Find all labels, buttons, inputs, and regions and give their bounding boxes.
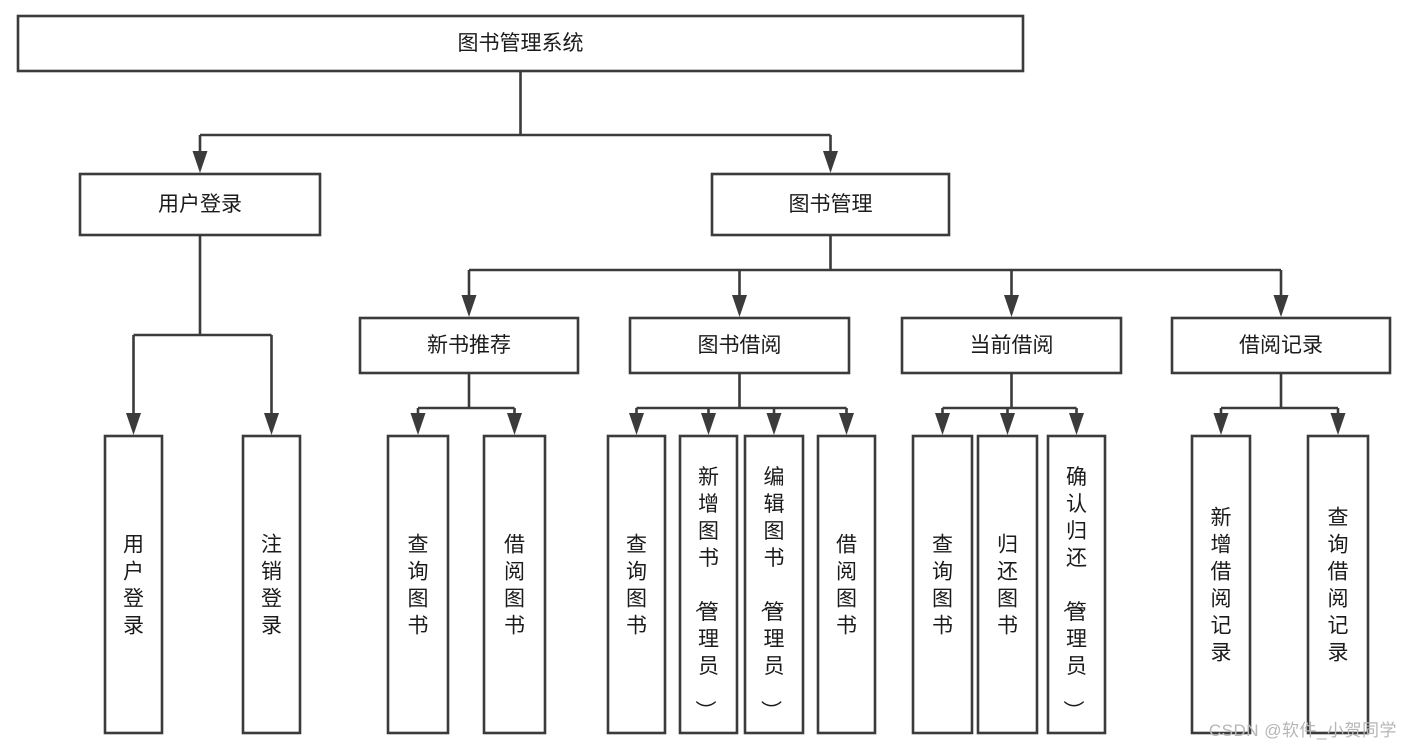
node-leaf-confirm-return[interactable]: 确认归还（管理员） [1046, 434, 1107, 735]
node-box-leaf-confirm-return[interactable] [1046, 434, 1107, 735]
arrow-head-icon [629, 413, 644, 435]
node-box-leaf-borrow-book-rec[interactable] [482, 434, 547, 735]
node-current-borrow[interactable]: 当前借阅 [900, 316, 1123, 375]
node-box-leaf-add-record[interactable] [1190, 434, 1252, 735]
node-label-leaf-return-book: 归还图书 [997, 534, 1018, 638]
node-label-current-borrow: 当前借阅 [970, 334, 1054, 357]
node-box-leaf-logout[interactable] [241, 434, 302, 735]
node-leaf-user-login[interactable]: 用户登录 [103, 434, 164, 735]
arrow-head-icon [732, 295, 747, 317]
node-leaf-borrow-book[interactable]: 借阅图书 [816, 434, 877, 735]
arrow-head-icon [461, 295, 477, 317]
node-leaf-edit-book[interactable]: 编辑图书（管理员） [743, 434, 805, 735]
connector-group-new-book-rec [410, 373, 522, 435]
node-box-user-login[interactable] [78, 172, 322, 237]
node-box-leaf-return-book[interactable] [976, 434, 1039, 735]
node-label-leaf-borrow-book-rec: 借阅图书 [504, 534, 525, 638]
node-label-leaf-logout: 注销登录 [261, 534, 282, 638]
node-leaf-return-book[interactable]: 归还图书 [976, 434, 1039, 735]
node-box-leaf-user-login[interactable] [103, 434, 164, 735]
node-box-root[interactable] [16, 14, 1025, 73]
connector-group-user-login [126, 235, 279, 435]
arrow-head-icon [935, 413, 950, 435]
node-leaf-logout[interactable]: 注销登录 [241, 434, 302, 735]
node-label-book-manage: 图书管理 [789, 193, 873, 216]
node-leaf-query-book-borrow[interactable]: 查询图书 [606, 434, 667, 735]
connector-group-root [192, 71, 838, 173]
arrow-head-icon [1000, 413, 1015, 435]
arrow-head-icon [701, 413, 716, 435]
node-leaf-borrow-book-rec[interactable]: 借阅图书 [482, 434, 547, 735]
node-box-leaf-edit-book[interactable] [743, 434, 805, 735]
arrow-head-icon [839, 413, 854, 435]
node-new-book-rec[interactable]: 新书推荐 [358, 316, 580, 375]
node-box-leaf-add-book[interactable] [678, 434, 739, 735]
node-label-user-login: 用户登录 [158, 193, 242, 216]
node-box-current-borrow[interactable] [900, 316, 1123, 375]
arrow-head-icon [264, 413, 279, 435]
node-box-leaf-query-book-borrow[interactable] [606, 434, 667, 735]
node-label-new-book-rec: 新书推荐 [427, 334, 511, 357]
node-box-book-manage[interactable] [710, 172, 951, 237]
node-label-leaf-user-login: 用户登录 [123, 534, 144, 638]
node-label-leaf-edit-book: 编辑图书（管理员） [759, 466, 785, 721]
arrow-head-icon [192, 151, 208, 173]
connector-group-current-borrow [935, 373, 1084, 435]
node-label-leaf-confirm-return: 确认归还（管理员） [1061, 466, 1087, 721]
arrow-head-icon [766, 413, 782, 435]
node-book-borrow[interactable]: 图书借阅 [628, 316, 851, 375]
connector-layer [126, 71, 1346, 435]
node-book-manage[interactable]: 图书管理 [710, 172, 951, 237]
node-root[interactable]: 图书管理系统 [16, 14, 1025, 73]
node-box-leaf-query-book-current[interactable] [911, 434, 974, 735]
node-box-borrow-record[interactable] [1170, 316, 1392, 375]
node-label-leaf-add-book: 新增图书（管理员） [693, 466, 719, 721]
arrow-head-icon [823, 151, 838, 173]
node-leaf-query-book-rec[interactable]: 查询图书 [386, 434, 450, 735]
node-label-root: 图书管理系统 [458, 32, 584, 55]
connector-group-borrow-record [1213, 373, 1346, 435]
arrow-head-icon [1330, 413, 1346, 435]
node-box-book-borrow[interactable] [628, 316, 851, 375]
node-leaf-query-book-current[interactable]: 查询图书 [911, 434, 974, 735]
node-box-leaf-borrow-book[interactable] [816, 434, 877, 735]
arrow-head-icon [410, 413, 426, 435]
node-label-borrow-record: 借阅记录 [1239, 334, 1323, 357]
node-label-leaf-query-book-rec: 查询图书 [408, 534, 429, 638]
arrow-head-icon [1273, 295, 1289, 317]
connector-group-book-manage [461, 235, 1289, 317]
node-leaf-add-book[interactable]: 新增图书（管理员） [678, 434, 739, 735]
node-box-new-book-rec[interactable] [358, 316, 580, 375]
arrow-head-icon [126, 413, 141, 435]
node-borrow-record[interactable]: 借阅记录 [1170, 316, 1392, 375]
node-leaf-add-record[interactable]: 新增借阅记录 [1190, 434, 1252, 735]
node-box-leaf-query-record[interactable] [1306, 434, 1370, 735]
node-label-book-borrow: 图书借阅 [698, 334, 782, 357]
arrow-head-icon [1004, 295, 1019, 317]
arrow-head-icon [1069, 413, 1084, 435]
node-layer: 图书管理系统用户登录图书管理新书推荐图书借阅当前借阅借阅记录用户登录注销登录查询… [16, 14, 1392, 735]
node-label-leaf-query-record: 查询借阅记录 [1328, 507, 1349, 665]
connector-group-book-borrow [629, 373, 854, 435]
node-box-leaf-query-book-rec[interactable] [386, 434, 450, 735]
node-label-leaf-borrow-book: 借阅图书 [836, 534, 857, 638]
node-user-login[interactable]: 用户登录 [78, 172, 322, 237]
node-label-leaf-query-book-borrow: 查询图书 [626, 534, 647, 638]
node-leaf-query-record[interactable]: 查询借阅记录 [1306, 434, 1370, 735]
arrow-head-icon [1213, 413, 1229, 435]
node-label-leaf-add-record: 新增借阅记录 [1211, 507, 1232, 665]
watermark: CSDN @软件_小贺同学 [1208, 721, 1397, 740]
arrow-head-icon [507, 413, 522, 435]
node-label-leaf-query-book-current: 查询图书 [932, 534, 953, 638]
